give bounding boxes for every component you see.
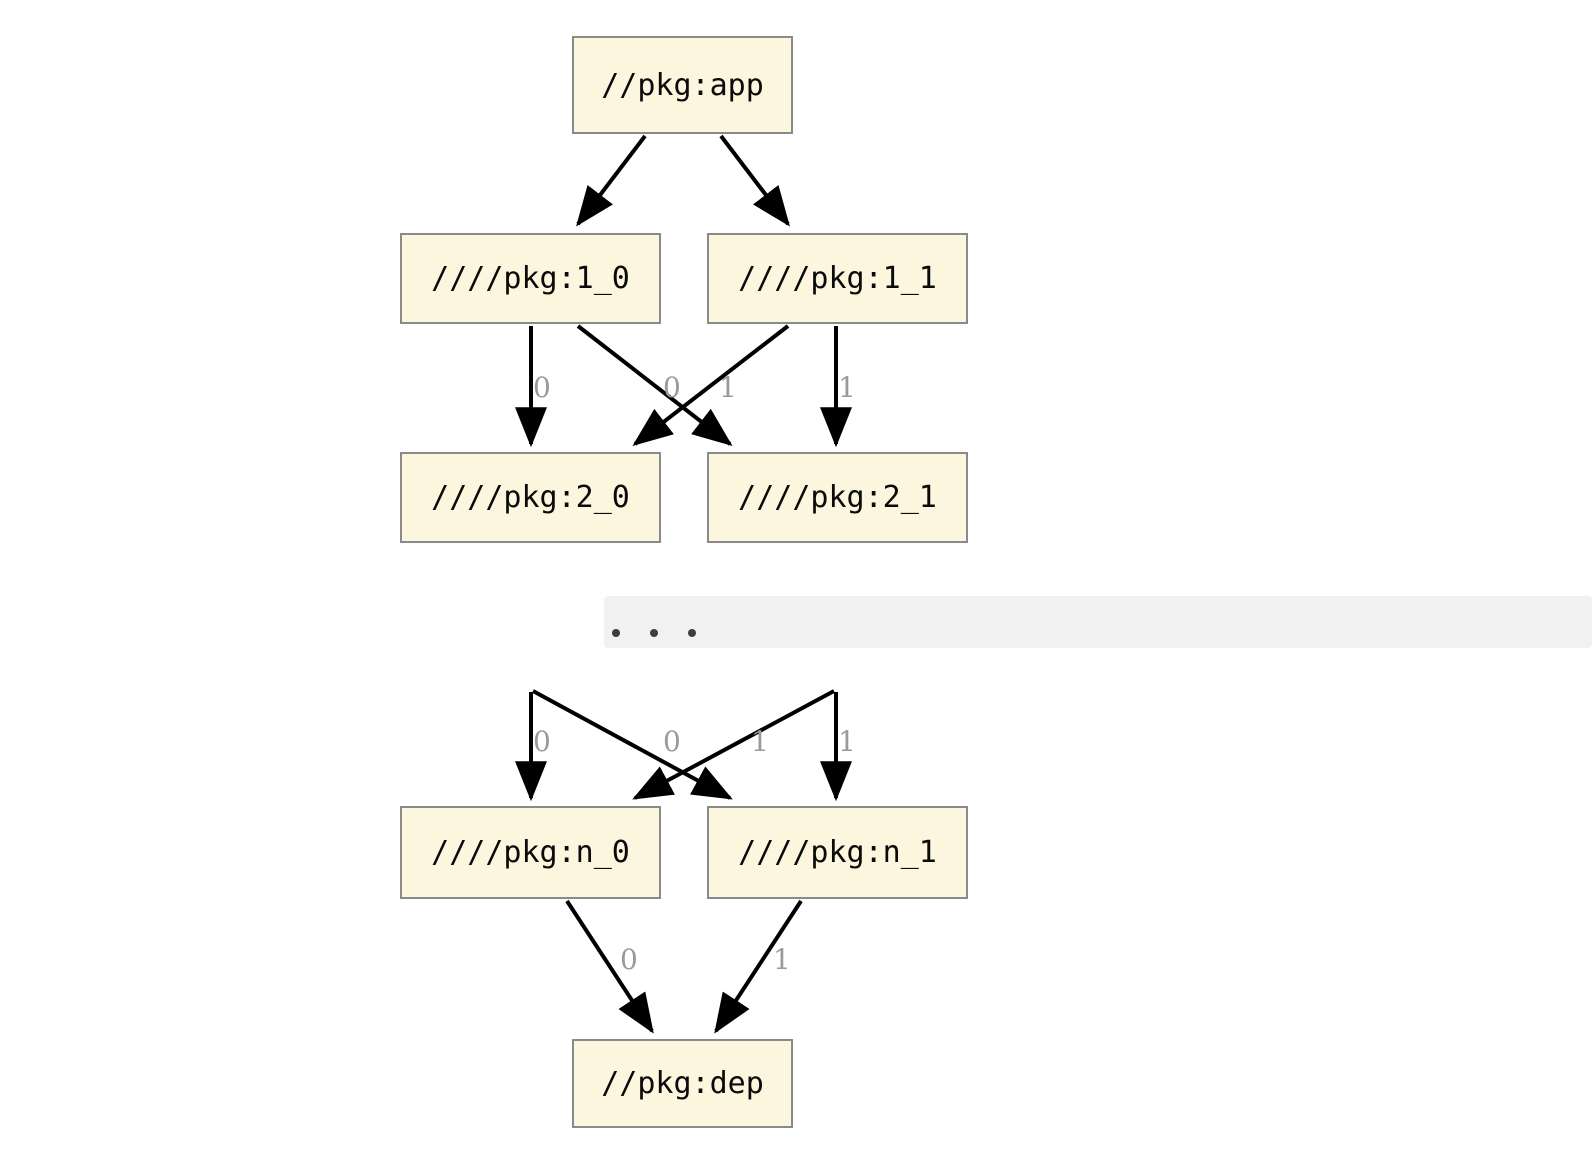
edge-n_1-to-dep xyxy=(714,899,803,1034)
edge-ellipsis-to-n_0-cross xyxy=(632,689,835,800)
node-pkg-2_0[interactable]: ////pkg:2_0 xyxy=(400,452,661,543)
ellipsis-band xyxy=(604,596,1592,648)
ellipsis-dot-3 xyxy=(688,629,696,637)
edge-ellipsis-to-n_1-cross xyxy=(532,689,733,800)
ellipsis-dot-1 xyxy=(612,629,620,637)
edge-label-1_1-to-2_0: 1 xyxy=(719,371,737,404)
node-pkg-1_1-label: ////pkg:1_1 xyxy=(738,261,937,296)
node-dep[interactable]: //pkg:dep xyxy=(572,1039,793,1128)
node-pkg-2_1[interactable]: ////pkg:2_1 xyxy=(707,452,968,543)
node-app[interactable]: //pkg:app xyxy=(572,36,793,134)
node-pkg-n_1[interactable]: ////pkg:n_1 xyxy=(707,806,968,899)
edge-label-1_0-to-2_1: 0 xyxy=(663,371,681,404)
edge-label-ellipsis-to-n_0-cross: 1 xyxy=(751,725,769,758)
node-pkg-1_0-label: ////pkg:1_0 xyxy=(431,261,630,296)
node-app-label: //pkg:app xyxy=(601,67,764,103)
edge-1_0-to-2_1 xyxy=(576,324,733,446)
edge-label-1_0-to-2_0: 0 xyxy=(533,371,551,404)
node-pkg-2_0-label: ////pkg:2_0 xyxy=(431,480,630,515)
edge-label-ellipsis-to-n_1-straight: 1 xyxy=(838,725,856,758)
ellipsis-dot-2 xyxy=(650,629,658,637)
edge-label-ellipsis-to-n_0-straight: 0 xyxy=(533,725,551,758)
edge-label-1_1-to-2_1: 1 xyxy=(838,371,856,404)
node-pkg-n_0[interactable]: ////pkg:n_0 xyxy=(400,806,661,899)
node-pkg-2_1-label: ////pkg:2_1 xyxy=(738,480,937,515)
node-pkg-n_1-label: ////pkg:n_1 xyxy=(738,835,937,870)
edge-label-ellipsis-to-n_1-cross: 0 xyxy=(663,725,681,758)
edge-label-n_1-to-dep: 1 xyxy=(773,943,791,976)
node-pkg-n_0-label: ////pkg:n_0 xyxy=(431,835,630,870)
edge-1_1-to-2_0 xyxy=(632,324,790,446)
node-dep-label: //pkg:dep xyxy=(601,1066,764,1101)
node-pkg-1_0[interactable]: ////pkg:1_0 xyxy=(400,233,661,324)
node-pkg-1_1[interactable]: ////pkg:1_1 xyxy=(707,233,968,324)
ellipsis-dots xyxy=(612,629,696,637)
edge-label-n_0-to-dep: 0 xyxy=(620,943,638,976)
edge-n_0-to-dep xyxy=(565,899,654,1034)
edge-app-to-1_0 xyxy=(576,134,647,227)
edge-app-to-1_1 xyxy=(719,134,790,227)
